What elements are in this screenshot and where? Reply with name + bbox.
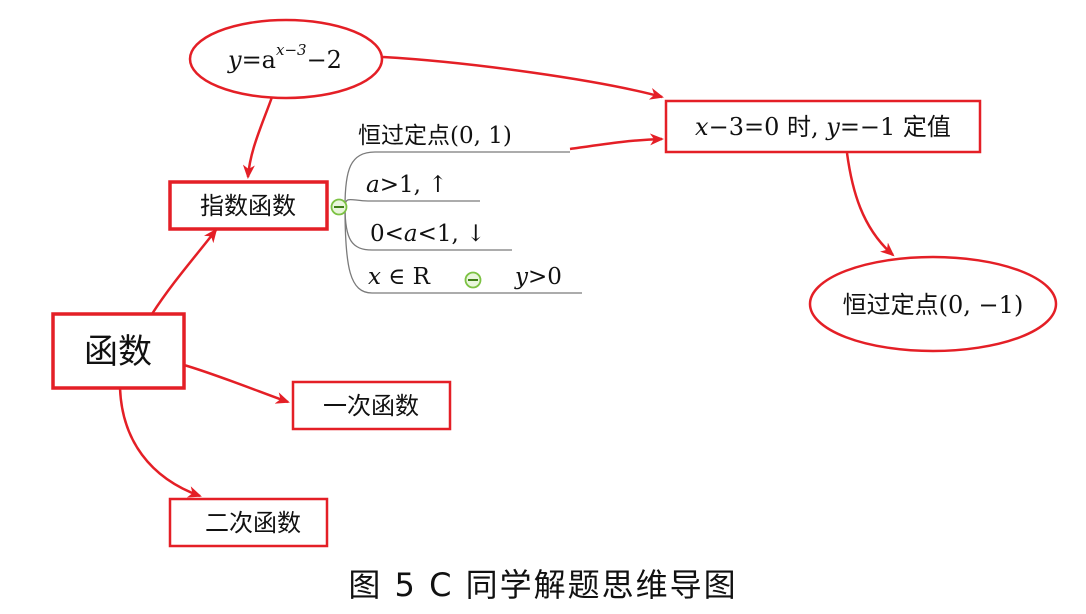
linear-function-label: 一次函数 (323, 392, 419, 420)
exponential-function-label: 指数函数 (200, 192, 296, 220)
figure-caption: 图 5 C 同学解题思维导图 (348, 566, 738, 604)
fixed-point-result-ellipse[interactable] (808, 255, 1058, 353)
branch-domain-label: x ∈ R (368, 264, 431, 290)
branch-a-greater-than-one-label: a>1, ↑ (366, 172, 448, 198)
fixed-point-result-label: 恒过定点(0, −1) (843, 291, 1024, 319)
arrow-formula-to-exponential (242, 96, 274, 179)
function-root-label: 函数 (84, 332, 152, 372)
branch-fixed-point-label: 恒过定点(0, 1) (358, 123, 512, 149)
condition-label: x−3=0 时, y=−1 定值 (695, 113, 951, 141)
exponential-function-node[interactable] (168, 180, 329, 231)
mind-map-diagram: y=ax−3−2 指数函数 函数 一次函数 二次函数 x−3=0 时, y=−1… (51, 18, 1058, 548)
formula-text: y=ax−3−2 (227, 41, 342, 74)
quadratic-function-label: 二次函数 (205, 509, 301, 537)
function-root-node[interactable] (51, 312, 186, 390)
branch-a-between-label: 0<a<1, ↓ (370, 221, 485, 247)
arrow-condition-to-result (845, 152, 895, 257)
linear-function-node[interactable] (291, 380, 452, 431)
arrow-function-to-linear (183, 363, 290, 404)
branch-range-label: y>0 (514, 264, 562, 290)
arrow-function-to-exponential (150, 228, 218, 315)
quadratic-function-node[interactable] (168, 497, 329, 548)
arrow-function-to-quadratic (118, 387, 202, 498)
arrow-formula-to-condition (382, 55, 664, 100)
condition-node[interactable] (664, 99, 982, 154)
arrow-fixedpoint-to-condition (569, 133, 664, 151)
formula-ellipse[interactable] (188, 18, 384, 100)
collapse-icon[interactable] (330, 198, 348, 216)
collapse-icon[interactable] (464, 271, 482, 289)
